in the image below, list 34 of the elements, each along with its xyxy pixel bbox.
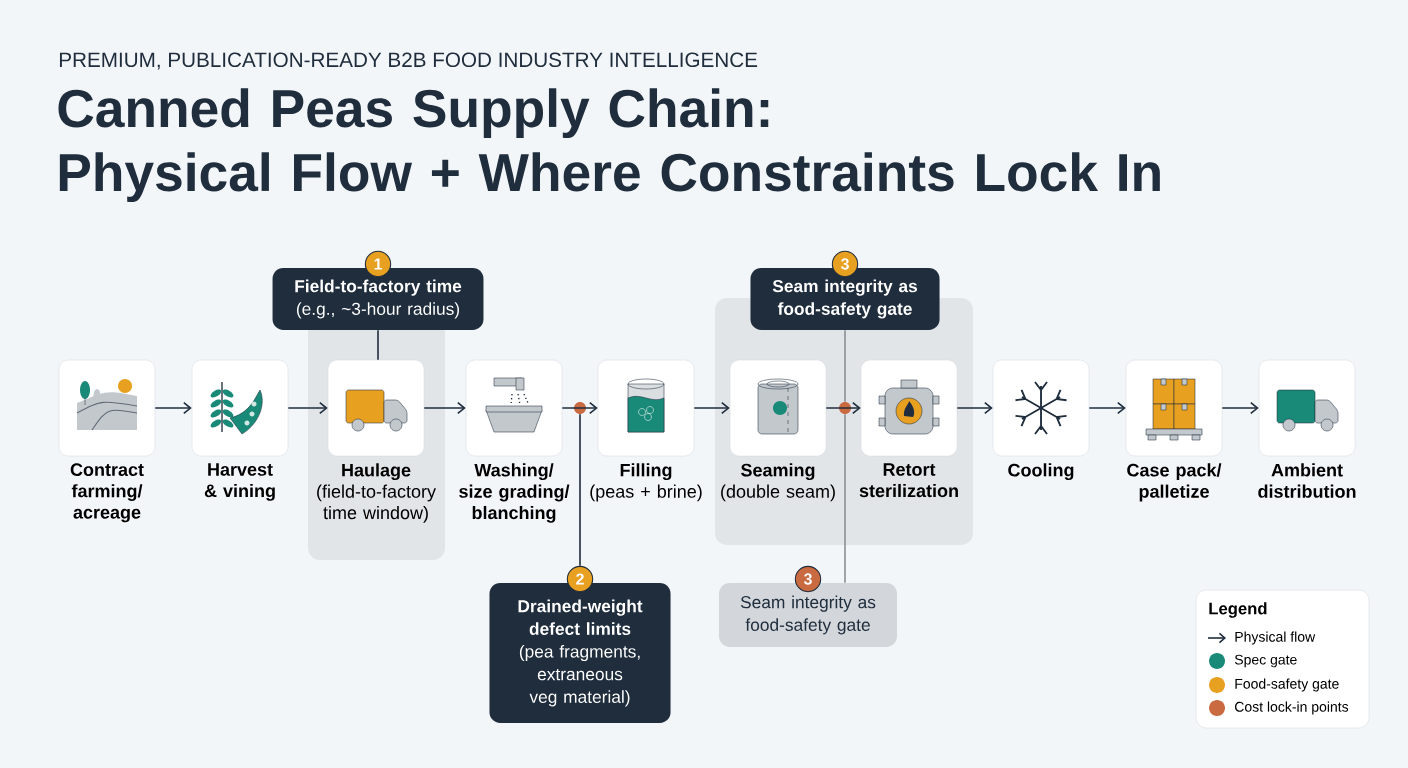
number-badge: 1 (364, 250, 392, 278)
step-label: Filling (peas + brine) (590, 463, 702, 502)
legend-label: Spec gate (1234, 654, 1297, 668)
step-label: Contract farming/ acreage (70, 463, 144, 523)
flow-arrow (825, 401, 861, 415)
title: Canned Peas Supply Chain: Physical Flow + Where Constraints Lock In (58, 88, 1160, 202)
legend-label: Food-safety gate (1235, 678, 1339, 692)
number-badge: 3 (794, 565, 822, 593)
flow-arrow (423, 401, 466, 415)
flow-arrow (1088, 401, 1126, 415)
step-label: Seaming (double seam) (721, 463, 835, 502)
legend-label: Physical flow (1235, 631, 1316, 645)
flow-arrow (154, 401, 192, 415)
step-label: Retort sterilization (859, 463, 958, 498)
flow-arrow (1221, 401, 1259, 415)
step-label: Washing/ size grading/ blanching (459, 463, 570, 523)
step-label: Cooling (1008, 463, 1074, 481)
kicker-text: PREMIUM, PUBLICATION-READY B2B FOOD INDUSTRY INTELLIGENCE (59, 52, 758, 70)
leader-line (844, 329, 846, 403)
legend-title: Legend (1209, 602, 1267, 618)
flow-arrow (561, 401, 598, 415)
leader-line (377, 329, 379, 361)
step-label: Harvest & vining (204, 463, 275, 501)
legend-label: Cost lock-in points (1235, 701, 1349, 715)
flow-arrow (956, 401, 993, 415)
flow-arrow (287, 401, 328, 415)
flow-arrow (693, 401, 730, 415)
leader-line (844, 413, 846, 584)
step-label: Haulage (field-to-factory time window) (317, 463, 436, 523)
step-label: Case pack/ palletize (1127, 463, 1222, 502)
number-badge: 3 (831, 250, 859, 278)
step-label: Ambient distribution (1258, 463, 1356, 498)
leader-line (579, 413, 581, 567)
number-badge: 2 (566, 565, 594, 593)
